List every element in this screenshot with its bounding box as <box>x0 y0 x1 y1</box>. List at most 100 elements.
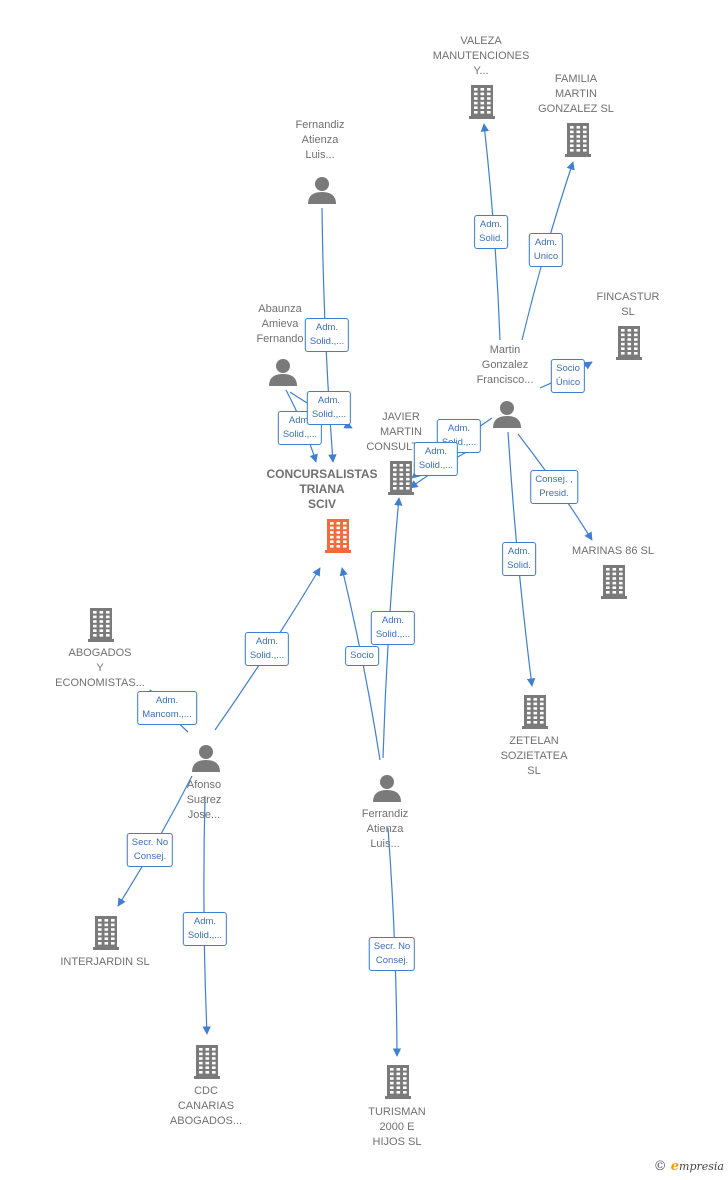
node-label-line: Luis... <box>370 838 400 850</box>
node-label-line: SL <box>527 765 541 777</box>
node-label-line: Francisco... <box>476 374 534 386</box>
node-label-line: MARTIN <box>555 88 597 100</box>
relation-label-line: Adm. <box>479 219 503 230</box>
node-label-line: SOZIETATEA <box>500 750 568 762</box>
relation-label-line: Adm. <box>315 322 339 333</box>
relation-badge-martin-familia[interactable]: Adm.Unico <box>528 233 564 267</box>
relation-badge-afonso-cdc[interactable]: Adm. Solid.,... <box>182 912 228 946</box>
relation-badge-afonso-abogados[interactable]: Adm. Mancom.,... <box>137 691 197 725</box>
relation-badge-ferrandiz-center[interactable]: Socio <box>345 646 379 666</box>
relation-label-line: Adm. <box>155 695 179 706</box>
relation-badge-martin-zetelan[interactable]: Adm. Solid. <box>502 542 536 576</box>
node-label-line: MARINAS 86 SL <box>572 545 654 557</box>
relation-badge-fernandiz-center[interactable]: Adm. Solid.,... <box>304 318 350 352</box>
node-label-line: GONZALEZ SL <box>538 103 614 115</box>
relation-badge-martin-valeza[interactable]: Adm. Solid. <box>474 215 508 249</box>
node-label-line: CONCURSALISTAS <box>266 467 378 481</box>
relation-label-line: Solid.,... <box>249 650 285 661</box>
node-label-line: JAVIER <box>382 411 420 423</box>
relation-badge-extra-javier[interactable]: Adm.Solid.,... <box>413 442 459 476</box>
person-icon-ferrandiz[interactable] <box>373 775 401 802</box>
building-icon-center[interactable] <box>325 519 351 553</box>
relation-label-line: Consej. <box>375 955 409 966</box>
node-label-line: Martin <box>489 344 521 356</box>
relation-label-line: Solid.,... <box>187 930 223 941</box>
relation-badge-ferrandiz-javier[interactable]: Adm.Solid.,... <box>370 611 416 645</box>
building-icon-cdc[interactable] <box>194 1045 220 1079</box>
building-icon-javier[interactable] <box>388 461 414 495</box>
relation-label-line: Unico <box>533 251 559 262</box>
node-label-line: ABOGADOS... <box>169 1115 243 1127</box>
node-label-line: Jose... <box>187 809 221 821</box>
node-label-cdc[interactable]: CDC CANARIAS ABOGADOS... <box>170 1084 242 1129</box>
brand-name: mpresia <box>679 1160 724 1173</box>
relation-badge-martin-marinas[interactable]: Consej. ,Presid. <box>530 470 578 504</box>
relation-label-line: Adm. <box>507 546 531 557</box>
node-label-line: Suarez <box>186 794 222 806</box>
person-icon-martin[interactable] <box>493 401 521 428</box>
relation-label-line: Solid. <box>479 233 503 244</box>
relation-badge-abaunza-javier[interactable]: Adm.Solid.,... <box>306 391 352 425</box>
node-label-line: Atienza <box>366 823 404 835</box>
node-label-line: HIJOS SL <box>372 1136 422 1148</box>
node-label-line: SCIV <box>307 497 336 511</box>
building-icon-abogados[interactable] <box>88 608 114 642</box>
building-icon-familia[interactable] <box>565 123 591 157</box>
node-label-line: ABOGADOS <box>68 647 132 659</box>
relation-label-line: Solid. <box>507 560 531 571</box>
node-label-line: MARTIN <box>380 426 422 438</box>
node-label-line: Atienza <box>301 134 339 146</box>
person-icon-fernandiz[interactable] <box>308 177 336 204</box>
relation-label-line: Mancom.,... <box>142 709 192 720</box>
node-label-line: Amieva <box>261 318 299 330</box>
brand-e: e <box>670 1159 680 1174</box>
node-label-line: Afonso <box>186 779 222 791</box>
node-label-interjardin[interactable]: INTERJARDIN SL <box>60 955 149 970</box>
node-label-line: MANUTENCIONES <box>432 50 530 62</box>
relation-label-line: Solid.,... <box>418 460 454 471</box>
building-icon-turisman[interactable] <box>385 1065 411 1099</box>
building-icon-interjardin[interactable] <box>93 916 119 950</box>
relation-label-line: Solid.,... <box>282 429 318 440</box>
node-label-line: CDC <box>194 1085 218 1097</box>
node-label-line: SL <box>621 306 635 318</box>
relation-badge-afonso-center[interactable]: Adm.Solid.,... <box>244 632 290 666</box>
node-label-line: Fernandiz <box>295 119 345 131</box>
node-label-fincastur[interactable]: FINCASTUR SL <box>597 290 660 320</box>
relation-label-line: Solid.,... <box>309 336 345 347</box>
node-label-line: Fernando <box>256 333 304 345</box>
building-icon-marinas[interactable] <box>601 565 627 599</box>
node-label-line: FINCASTUR <box>596 291 660 303</box>
node-label-line: Gonzalez <box>481 359 529 371</box>
node-label-line: CANARIAS <box>177 1100 235 1112</box>
node-label-line: INTERJARDIN SL <box>60 956 150 968</box>
relation-label-line: Socio <box>350 650 374 661</box>
building-icon-fincastur[interactable] <box>616 326 642 360</box>
node-label-line: Ferrandiz <box>361 808 409 820</box>
node-label-line: ECONOMISTAS... <box>55 677 145 689</box>
person-icon-abaunza[interactable] <box>269 359 297 386</box>
person-icon-afonso[interactable] <box>192 745 220 772</box>
building-icon-zetelan[interactable] <box>522 695 548 729</box>
building-icon-valeza[interactable] <box>469 85 495 119</box>
footer-brand: © empresia <box>654 1159 724 1174</box>
node-label-line: 2000 E <box>379 1121 415 1133</box>
node-label-line: Y... <box>473 65 489 77</box>
node-label-marinas[interactable]: MARINAS 86 SL <box>572 544 654 559</box>
relation-label-line: Adm. <box>193 916 217 927</box>
